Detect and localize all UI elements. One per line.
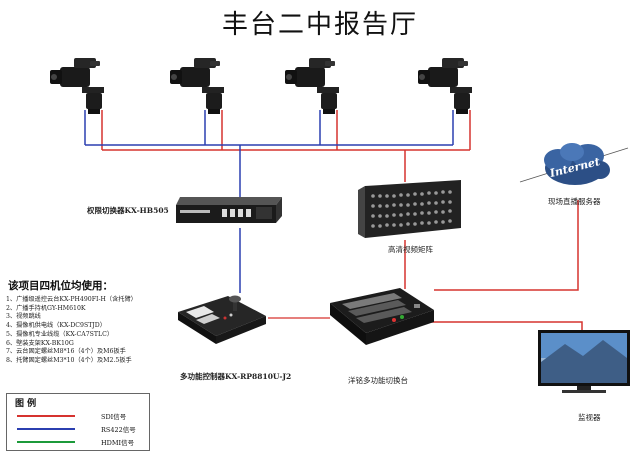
page-title: 丰台二中报告厅 [221, 10, 418, 40]
legend-row-rs422: RS422信号 [17, 424, 147, 434]
legend-title: 图 例 [15, 399, 37, 409]
video-mixer-icon [330, 288, 434, 345]
camcorder-icon [418, 58, 472, 114]
sdi-to-monitor [430, 321, 583, 330]
usage-list: 1、广播级遥控云台KX-PH490FI-H（含托臂） 2、广播手持机GY-HM6… [6, 296, 137, 366]
mixer-label: 洋铭多功能切换台 [348, 376, 408, 385]
video-matrix-icon [358, 180, 461, 238]
monitor-icon [538, 330, 630, 393]
monitor-label: 监视器 [578, 413, 601, 422]
legend-swatch-hdmi [17, 441, 75, 443]
switcher-label: 权限切换器KX-HB505 [87, 206, 169, 215]
list-item: 3、视频跳线 [6, 313, 41, 321]
list-item: 8、托臂固定螺丝M3*10（4个）及M2.5扳手 [6, 356, 132, 364]
legend-box: 图 例 SDI信号 RS422信号 HDMI信号 [6, 393, 150, 451]
streaming-server-label: 现场直播服务器 [548, 197, 601, 206]
internet-cloud-icon: Internet [519, 143, 629, 185]
legend-swatch-sdi [17, 415, 75, 417]
usage-title: 该项目四机位均使用： [8, 280, 113, 292]
list-item: 4、摄像机供电线（KX-DC9STJD） [6, 322, 106, 330]
camera-feed-lines [84, 110, 471, 150]
ptz-controller-icon [178, 295, 266, 344]
list-item: 5、摄像机专业线缆（KX-CA7STLC） [6, 330, 114, 338]
legend-label-hdmi: HDMI信号 [101, 439, 135, 447]
controller-label: 多功能控制器KX-RP8810U-J2 [180, 372, 292, 381]
sdi-to-streaming [434, 200, 579, 291]
list-item: 7、云台固定螺丝M8*16（4个）及M6扳手 [6, 348, 126, 356]
camcorder-icon [50, 58, 104, 114]
legend-swatch-rs422 [17, 428, 75, 430]
matrix-label: 高清视频矩阵 [388, 245, 433, 254]
legend-label-rs422: RS422信号 [101, 426, 136, 434]
legend-row-sdi: SDI信号 [17, 411, 147, 421]
legend-row-hdmi: HDMI信号 [17, 437, 147, 447]
switcher-unit-icon [176, 197, 282, 223]
list-item: 1、广播级遥控云台KX-PH490FI-H（含托臂） [6, 296, 137, 303]
camcorder-icon [285, 58, 339, 114]
legend-label-sdi: SDI信号 [101, 413, 127, 421]
list-item: 2、广播手持机GY-HM610K [6, 304, 86, 312]
camcorder-icon [170, 58, 224, 114]
list-item: 6、壁装支架KX-BK10G [6, 339, 74, 347]
